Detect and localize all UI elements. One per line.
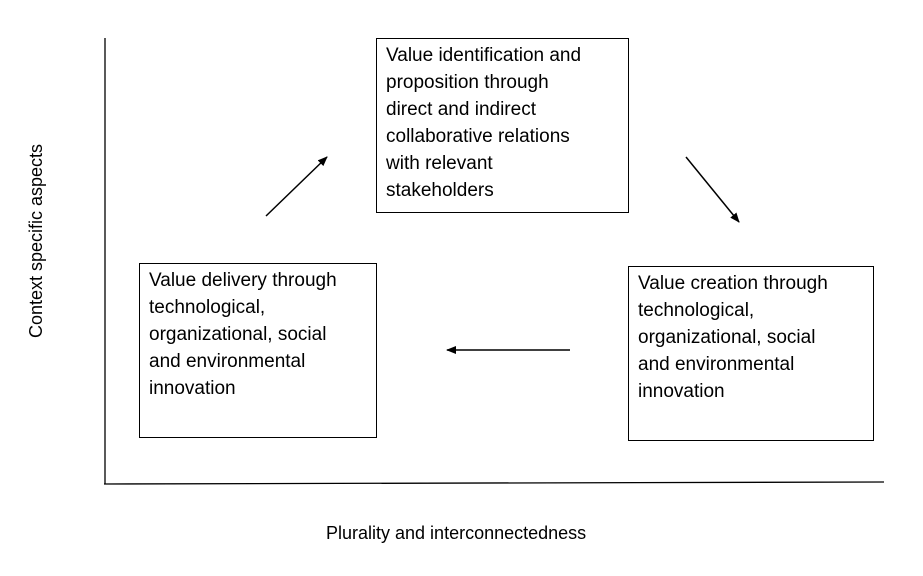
- box-text-line: proposition through: [386, 72, 549, 93]
- box-text-line: innovation: [149, 378, 236, 399]
- box-text-line: innovation: [638, 381, 725, 402]
- box-text-line: organizational, social: [638, 327, 816, 348]
- box-text-line: organizational, social: [149, 324, 327, 345]
- y-axis-label: Context specific aspects: [26, 143, 46, 339]
- box-text-line: and environmental: [149, 351, 306, 372]
- box-text-line: technological,: [149, 297, 266, 318]
- box-text-line: with relevant: [386, 153, 493, 174]
- box-text-line: Value delivery through: [149, 270, 337, 291]
- arrow-identification-to-creation: [685, 156, 740, 223]
- value-delivery-box: Value delivery through technological, or…: [139, 263, 377, 438]
- box-text-line: Value identification and: [386, 45, 582, 66]
- box-text-line: Value creation through: [638, 273, 828, 294]
- box-text-line: technological,: [638, 300, 755, 321]
- x-axis-line: [103, 481, 885, 485]
- value-identification-box: Value identification and proposition thr…: [376, 38, 629, 213]
- x-axis-label: Plurality and interconnectedness: [326, 523, 587, 543]
- box-text-line: and environmental: [638, 354, 795, 375]
- box-text-line: stakeholders: [386, 180, 494, 201]
- arrow-delivery-to-identification: [265, 156, 328, 217]
- box-text-line: direct and indirect: [386, 99, 536, 120]
- box-text-line: collaborative relations: [386, 126, 570, 147]
- value-creation-box: Value creation through technological, or…: [628, 266, 874, 441]
